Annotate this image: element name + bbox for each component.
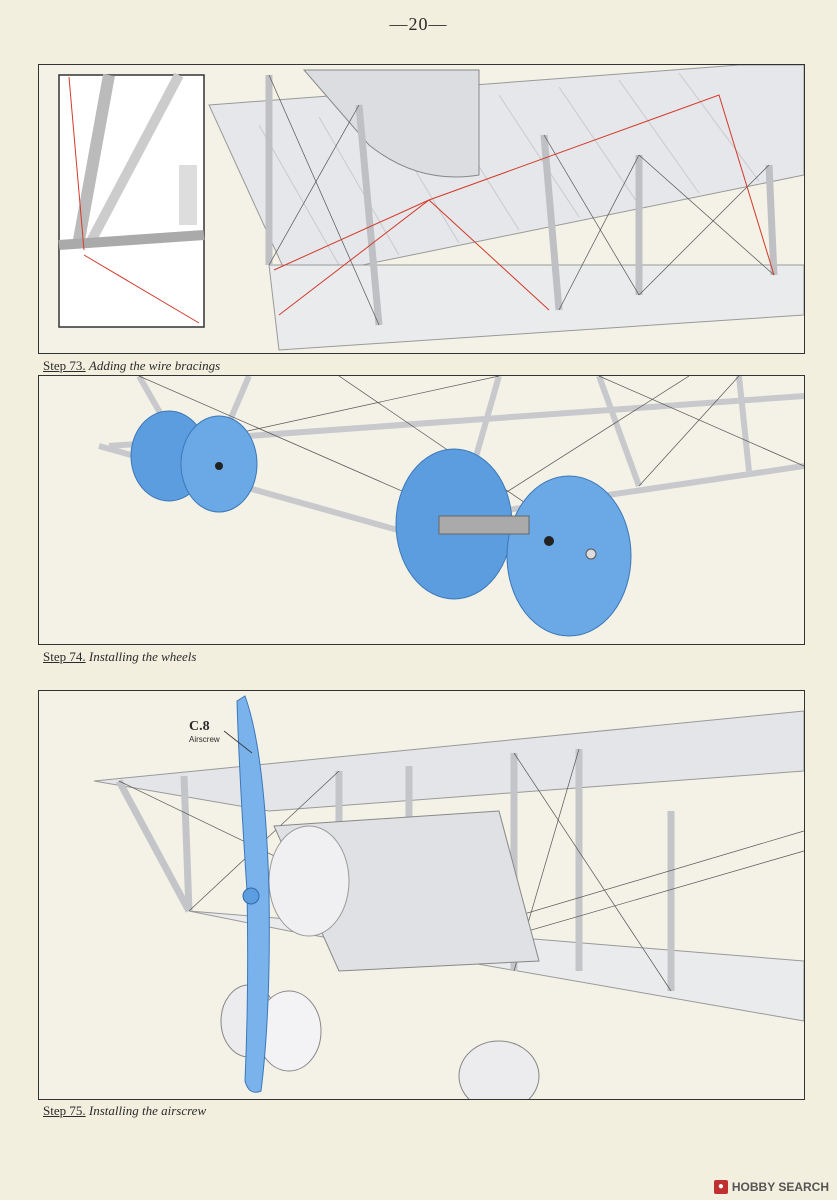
- watermark-text: HOBBY SEARCH: [731, 1180, 829, 1194]
- step-74-illustration: [38, 375, 805, 645]
- logo-icon: ●: [713, 1180, 728, 1194]
- step-title: Installing the airscrew: [88, 1103, 207, 1118]
- wheel: [180, 415, 258, 513]
- step-73-caption: Step 73. Adding the wire bracings: [43, 358, 220, 374]
- step-number: Step 73.: [43, 358, 86, 373]
- step-74-caption: Step 74. Installing the wheels: [43, 649, 196, 665]
- step-number: Step 75.: [43, 1103, 86, 1118]
- step-number: Step 74.: [43, 649, 86, 664]
- part-name: Airscrew: [189, 735, 220, 744]
- part-code: C.8: [189, 719, 210, 734]
- step-title: Adding the wire bracings: [88, 358, 221, 373]
- inset-detail: [58, 72, 205, 328]
- step-75-caption: Step 75. Installing the airscrew: [43, 1103, 206, 1119]
- step-title: Installing the wheels: [88, 649, 197, 664]
- page-number: —20—: [389, 14, 448, 34]
- step-73-illustration: [38, 64, 805, 354]
- airscrew-part: [236, 695, 270, 1093]
- watermark: ● HOBBY SEARCH: [713, 1180, 829, 1194]
- wheel: [506, 475, 632, 637]
- airscrew-label: C.8 Airscrew: [189, 719, 220, 744]
- step-75-illustration: C.8 Airscrew: [38, 690, 805, 1100]
